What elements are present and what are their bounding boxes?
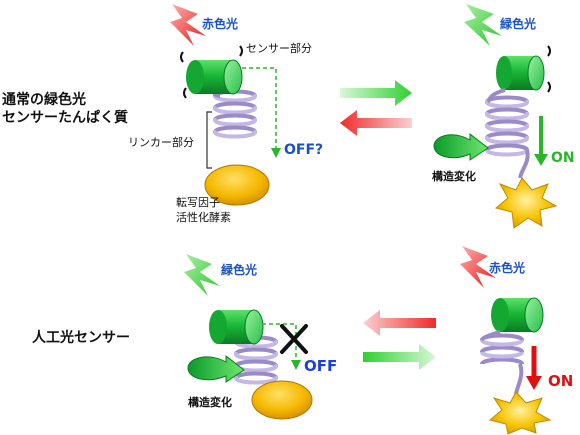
off-label: OFF (304, 357, 337, 375)
linker-helix (213, 89, 257, 139)
equilibrium-arrows-icon (340, 80, 412, 136)
normal-protein-title-line1: 通常の緑色光 (2, 91, 86, 108)
sensor-cylinder (491, 297, 544, 333)
linker-helix (485, 95, 529, 145)
sensor-cylinder (496, 55, 545, 91)
dashed-arrow-head (291, 360, 301, 370)
linker-strand (518, 149, 530, 179)
red-light-label: 赤色光 (489, 260, 525, 275)
dashed-arrow (262, 323, 297, 362)
transcription-factor-oval (204, 164, 270, 206)
equilibrium-arrows-icon (363, 310, 436, 370)
linker-helix (480, 333, 524, 366)
on-label: ON (551, 150, 575, 166)
artificial-sensor-title: 人工光センサー (32, 329, 130, 346)
linker-strand (487, 88, 506, 104)
tf-label-line1: 転写因子 (176, 196, 220, 209)
lightning-bolt-icon (170, 4, 206, 46)
on-arrow-head (534, 154, 548, 166)
linker-helix (485, 143, 529, 157)
linker-strand (514, 363, 524, 395)
sensor-cylinder (209, 309, 264, 345)
on-label: ON (548, 372, 573, 390)
linker-helix (234, 335, 278, 385)
green-light-label: 緑色光 (500, 16, 536, 31)
lightning-bolt-icon (184, 254, 220, 296)
vibration-marks (180, 45, 243, 99)
dashed-arrow-head (271, 148, 281, 158)
active-enzyme-star (494, 177, 558, 229)
normal-protein-title-line2: センサーたんぱく質 (2, 109, 128, 126)
linker-part-label: リンカー部分 (128, 135, 194, 149)
conformational-change-label: 構造変化 (188, 395, 232, 409)
curved-arrow-icon (433, 132, 489, 161)
vibration-marks (547, 45, 551, 93)
lightning-bolt-icon (460, 246, 496, 288)
curved-arrow-icon (187, 354, 245, 383)
on-arrow-head (526, 376, 542, 390)
transcription-factor-oval (251, 380, 313, 420)
linker-strand (481, 330, 501, 342)
green-light-label: 緑色光 (221, 262, 257, 277)
active-enzyme-star (488, 391, 552, 435)
lightning-bolt-icon (464, 4, 502, 46)
red-light-label: 赤色光 (202, 16, 238, 31)
conformational-change-label: 構造変化 (432, 169, 476, 183)
sensor-cylinder (186, 59, 243, 95)
linker-bracket (206, 111, 212, 169)
tf-label-line2: 活性化酵素 (176, 210, 231, 224)
cross-icon (280, 324, 308, 354)
sensor-part-label: センサー部分 (246, 41, 312, 55)
off-question-label: OFF? (284, 142, 323, 158)
